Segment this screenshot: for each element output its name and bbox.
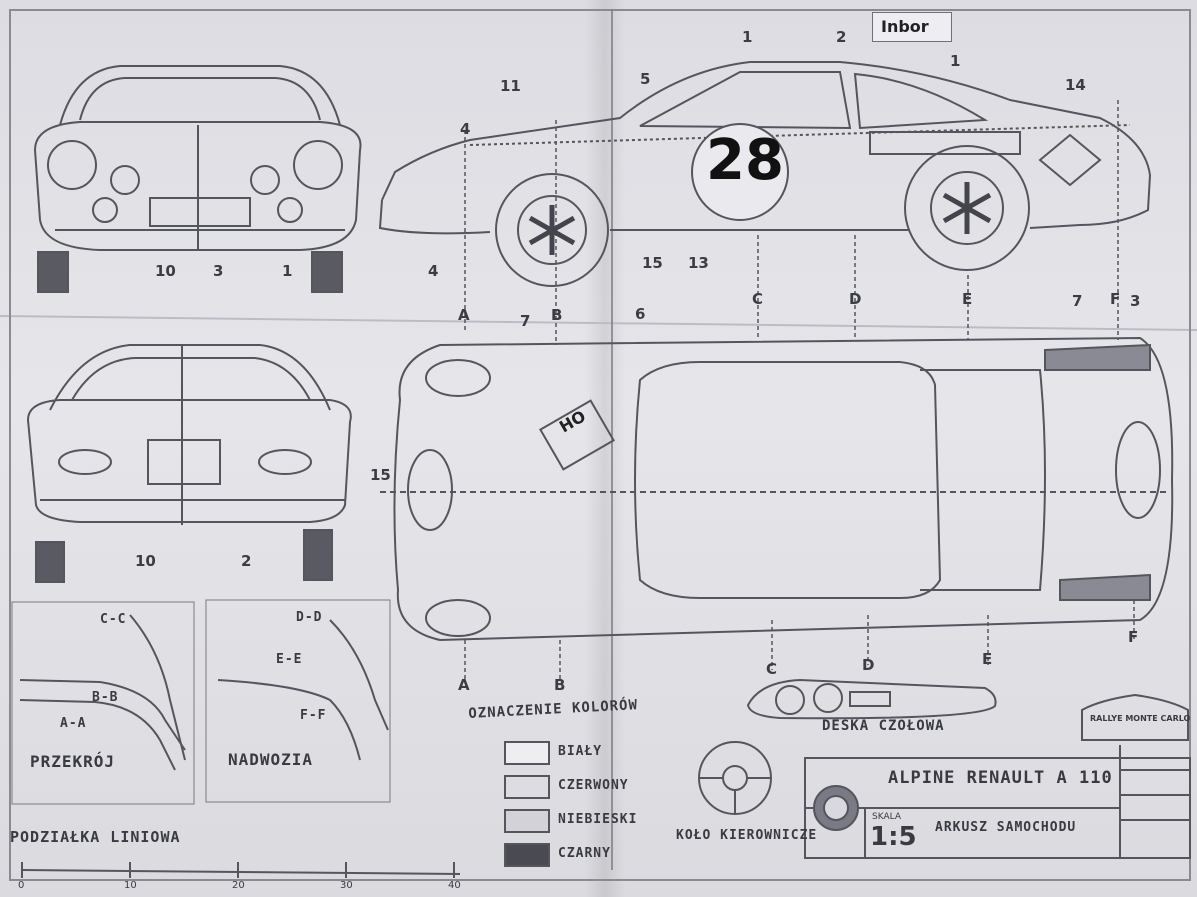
scale-caption: SKALA	[872, 812, 901, 822]
scale-tick: 20	[232, 880, 245, 891]
callout-number: 13	[688, 254, 709, 272]
rear-view	[26, 344, 352, 583]
callout-number: 7	[1072, 292, 1083, 310]
section-letter: C	[766, 660, 778, 678]
scale-tick: 40	[448, 880, 461, 891]
section-letter: A	[458, 306, 470, 324]
callout-number: 7	[520, 312, 531, 330]
colour-label: NIEBIESKI	[558, 812, 638, 827]
callout-number: 4	[460, 120, 471, 138]
callout-number: 14	[1065, 76, 1086, 94]
section-label: C-C	[100, 612, 127, 627]
front-view	[33, 65, 362, 293]
section-letter: F	[1110, 290, 1121, 308]
callout-number: 1	[742, 28, 753, 46]
callout-number: 15	[370, 466, 391, 484]
sheet-subtitle: ARKUSZ SAMOCHODU	[935, 820, 1077, 835]
cross-section-drawing	[11, 599, 391, 805]
maker-sign: Inbor	[872, 12, 952, 42]
colour-label: CZERWONY	[558, 778, 629, 793]
section-letter: A	[458, 676, 470, 694]
section-label: A-A	[60, 716, 87, 731]
colour-swatch	[504, 843, 550, 867]
colour-swatch	[504, 775, 550, 799]
dashboard-drawing	[746, 678, 997, 720]
section-guide-lines	[464, 100, 1135, 680]
race-number: 28	[706, 128, 784, 193]
scale-tick: 10	[124, 880, 137, 891]
callout-number: 4	[428, 262, 439, 280]
section-letter: E	[982, 650, 993, 668]
race-number-disc	[691, 123, 789, 221]
scale-bar-title: PODZIAŁKA LINIOWA	[10, 828, 181, 846]
colour-swatch-group	[504, 741, 550, 867]
colour-swatch	[504, 741, 550, 765]
maker-sign-text: Inbor	[881, 17, 929, 36]
callout-number: 11	[500, 77, 521, 95]
scale-bar	[21, 862, 461, 878]
top-view	[380, 336, 1174, 642]
scale-tick: 0	[18, 880, 25, 891]
rally-badge-drawing	[1081, 693, 1189, 741]
callout-number: 3	[213, 262, 224, 280]
section-letter: C	[752, 290, 764, 308]
section-label: B-B	[92, 690, 119, 705]
section-label: E-E	[276, 652, 303, 667]
callout-number: 6	[635, 305, 646, 323]
scale-tick: 30	[340, 880, 353, 891]
section-letter: D	[849, 290, 862, 308]
model-title: ALPINE RENAULT A 110	[888, 768, 1113, 788]
dashboard-label: DESKA CZOŁOWA	[822, 718, 945, 734]
section-letter: D	[862, 656, 875, 674]
callout-number: 2	[836, 28, 847, 46]
paper-crease	[0, 315, 1197, 331]
section-letter: B	[554, 676, 566, 694]
cross-section-title: PRZEKRÓJ	[30, 752, 116, 771]
title-block	[804, 745, 1191, 859]
colour-label: CZARNY	[558, 846, 611, 861]
side-view	[378, 61, 1152, 287]
callout-number: 3	[1130, 292, 1141, 310]
callout-number: 15	[642, 254, 663, 272]
scale-value: 1:5	[870, 822, 917, 852]
steering-wheel-drawing	[698, 741, 772, 815]
section-letter: B	[551, 306, 563, 324]
sheet-frame	[9, 9, 1191, 881]
callout-number: 1	[282, 262, 293, 280]
section-label: D-D	[296, 610, 323, 625]
callout-number: 5	[640, 70, 651, 88]
wheel-spokes	[528, 182, 992, 255]
callout-number: 10	[135, 552, 156, 570]
section-label: F-F	[300, 708, 327, 723]
callout-number: 2	[241, 552, 252, 570]
section-letter: E	[962, 290, 973, 308]
paper-fold	[585, 0, 625, 897]
colour-label: BIAŁY	[558, 744, 603, 759]
section-letter: F	[1128, 628, 1139, 646]
colour-swatch	[504, 809, 550, 833]
steering-wheel-label: KOŁO KIEROWNICZE	[676, 828, 818, 843]
callout-number: 1	[950, 52, 961, 70]
callout-number: 10	[155, 262, 176, 280]
rally-badge-text: RALLYE MONTE CARLO	[1090, 714, 1191, 723]
top-section-title: NADWOZIA	[228, 750, 314, 769]
